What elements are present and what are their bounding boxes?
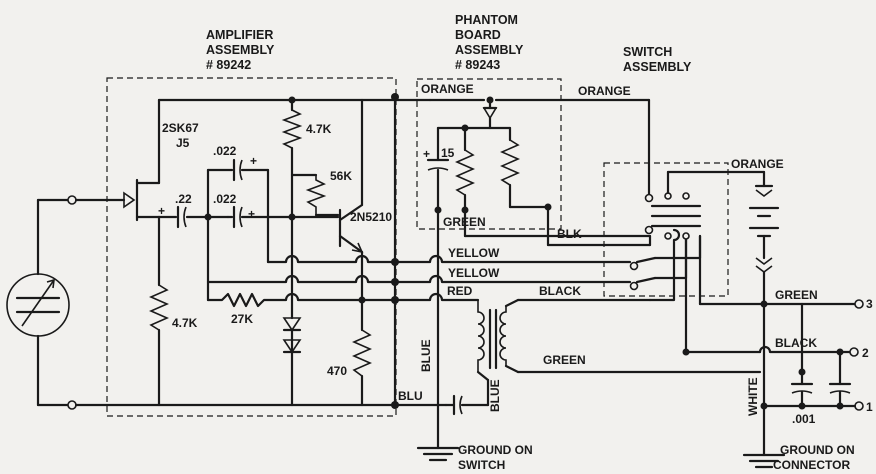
capacitor-001-label: .001	[792, 412, 816, 426]
resistor-56k	[305, 175, 327, 215]
resistor-56k-label: 56K	[330, 169, 352, 183]
wire-label-green-connector: GREEN	[775, 288, 818, 302]
ground-switch-line-1: GROUND ON	[458, 443, 533, 457]
connector-pin-2	[849, 347, 859, 357]
wire-label-white: WHITE	[746, 377, 760, 416]
wire-label-black-mid: BLACK	[539, 284, 581, 298]
yellow-line-2	[206, 215, 632, 284]
switch-heading-line-1: SWITCH	[623, 45, 672, 59]
fet-label-line-1: 2SK67	[162, 121, 199, 135]
phantom-resistor-right	[500, 139, 520, 186]
transistor-2n5210-label: 2N5210	[350, 210, 392, 224]
amplifier-assembly-box	[106, 77, 397, 417]
wire-label-blue-2: BLUE	[488, 379, 502, 412]
phantom-heading-line-1: PHANTOM	[455, 13, 518, 27]
pin-2-label: 2	[862, 346, 869, 360]
phantom-heading-line-3: ASSEMBLY	[455, 43, 524, 57]
wire-label-yellow-1: YELLOW	[448, 246, 500, 260]
connector-pin-3	[854, 299, 864, 309]
capsule-terminal-bottom	[67, 400, 77, 410]
phantom-heading-line-2: BOARD	[455, 28, 501, 42]
wire-label-blk-phantom: BLK	[557, 227, 582, 241]
amplifier-heading-line-1: AMPLIFIER	[206, 28, 273, 42]
fet-label-line-2: J5	[176, 136, 190, 150]
ground-symbol-switch	[416, 446, 460, 462]
cap-022-mid-plus: +	[248, 207, 255, 221]
battery-stack	[748, 170, 780, 306]
ground-symbol-connector	[742, 453, 786, 469]
ground-connector-line-2: CONNECTOR	[773, 458, 850, 472]
ground-switch-line-2: SWITCH	[458, 458, 505, 472]
resistor-4k7-gate	[149, 284, 169, 331]
switch-assembly-heading: SWITCH ASSEMBLY	[623, 45, 692, 74]
switch-heading-line-2: ASSEMBLY	[623, 60, 692, 74]
capacitor-15-label: 15	[441, 146, 455, 160]
wire-label-green-mid: GREEN	[543, 353, 586, 367]
capacitor-22-label: .22	[175, 192, 192, 206]
ground-connector-line-1: GROUND ON	[780, 443, 855, 457]
resistor-470-label: 470	[327, 364, 347, 378]
phantom-resistor-left	[455, 149, 475, 196]
capacitor-001-right	[828, 350, 852, 408]
phantom-board-heading: PHANTOM BOARD ASSEMBLY # 89243	[455, 13, 524, 72]
wire-label-orange-switch: ORANGE	[731, 157, 784, 171]
wire-label-orange-top: ORANGE	[578, 84, 631, 98]
capacitor-022-mid-label: .022	[213, 192, 237, 206]
amplifier-assembly-heading: AMPLIFIER ASSEMBLY # 89242	[206, 28, 275, 72]
wire-label-blue-1: BLUE	[419, 339, 433, 372]
switch-contact	[644, 225, 654, 235]
capsule-terminal-top	[67, 195, 77, 205]
pin-3-label: 3	[866, 297, 873, 311]
connector-pin-1	[854, 401, 864, 411]
output-transformer	[476, 298, 520, 407]
resistor-4k7-gate-label: 4.7K	[172, 316, 198, 330]
resistor-4k7-collector-label: 4.7K	[306, 122, 332, 136]
cap-022-top-plus: +	[250, 154, 257, 168]
phantom-heading-line-4: # 89243	[455, 58, 500, 72]
cap-15-plus: +	[423, 147, 430, 161]
wire-label-orange-phantom: ORANGE	[421, 82, 474, 96]
transistor-2n5210	[290, 98, 364, 332]
fet-2sk67	[74, 98, 161, 222]
phantom-diode	[482, 107, 498, 120]
capacitor-022-top-label: .022	[213, 144, 237, 158]
wire-label-black-connector: BLACK	[775, 336, 817, 350]
amplifier-heading-line-3: # 89242	[206, 58, 251, 72]
amplifier-heading-line-2: ASSEMBLY	[206, 43, 275, 57]
resistor-470	[352, 329, 372, 377]
capacitor-001-left	[790, 370, 814, 408]
switch-assembly-box	[603, 162, 729, 297]
resistor-4k7-collector	[281, 109, 303, 149]
cap-22-plus: +	[158, 204, 165, 218]
pin-1-label: 1	[866, 400, 873, 414]
wire-label-blu: BLU	[398, 389, 423, 403]
resistor-27k-label: 27K	[231, 312, 253, 326]
phantom-board-assembly-box	[416, 78, 562, 230]
wire-label-yellow-2: YELLOW	[448, 266, 500, 280]
diode-1	[282, 317, 302, 332]
wire-label-red: RED	[447, 284, 473, 298]
capsule-symbol	[6, 198, 70, 407]
